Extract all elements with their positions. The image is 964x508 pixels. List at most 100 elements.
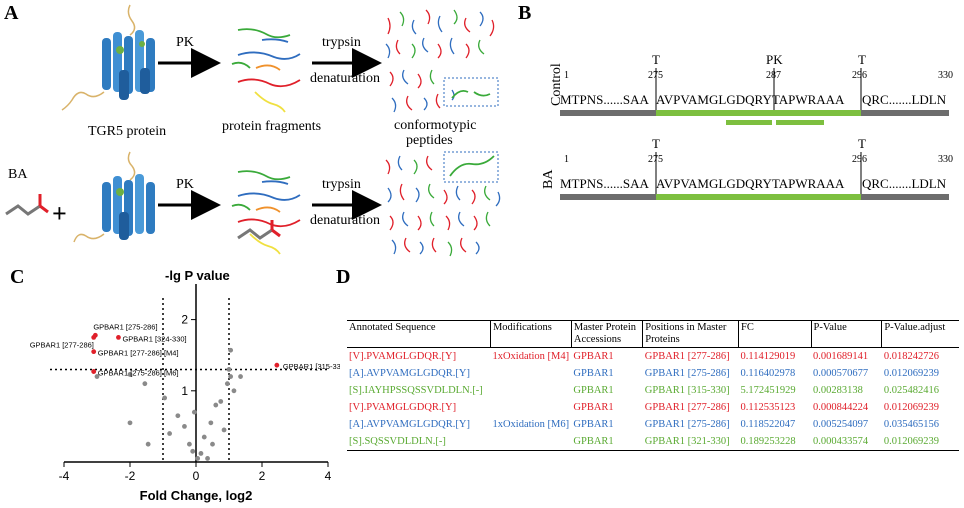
table-row: [A].AVPVAMGLGDQR.[Y] 1xOxidation [M6]GPBA… [347, 416, 959, 433]
cell-pvalue: 0.00283138 [813, 385, 863, 396]
cell-fc: 5.172451929 [740, 385, 796, 396]
ba-seq-green: AVPVAMGLGDQRYTAPWRAAA [656, 176, 845, 191]
cell-accession: GPBAR1 [573, 419, 614, 430]
volcano-points [91, 332, 280, 461]
data-point [224, 381, 230, 387]
denaturation-label-top: denaturation [310, 71, 380, 86]
panel-b-sequence-map: Control 1 275 287 296 330 T PK T MTPNS..… [541, 52, 953, 200]
peptide-results-table-wrap: Annotated Sequence Modifications Master … [347, 320, 959, 451]
volcano-thresholds [50, 298, 328, 462]
significant-point [91, 349, 97, 355]
data-point [195, 456, 201, 461]
ba-seq-right: QRC.......LDLN [862, 176, 947, 191]
data-point [187, 441, 192, 447]
data-point [182, 424, 187, 429]
control-bar-gray-right [861, 110, 949, 116]
cell-modifications: 1xOxidation [M4] [492, 351, 570, 362]
cell-fc: 0.189253228 [738, 433, 812, 451]
cell-sequence: [V].PVAMGLGDQR.[Y] [349, 402, 457, 413]
control-pk-fragment-2 [776, 120, 824, 125]
control-pos-330: 330 [938, 70, 953, 81]
highlight-box-top [443, 77, 499, 107]
table-row: [V].PVAMGLGDQR.[Y]1xOxidation [M4]GPBAR1… [347, 348, 959, 366]
protein-fragments-bottom [231, 170, 301, 255]
ba-pos-296: 296 [852, 154, 867, 165]
data-point [145, 441, 151, 447]
ba-bar-green [656, 194, 861, 200]
protein-label: TGR5 protein [88, 124, 166, 139]
data-point [226, 367, 232, 372]
control-pk-fragment-1 [726, 120, 772, 125]
col-header-pvalue: P-Value [810, 320, 882, 348]
data-point [231, 388, 237, 394]
butyric-acid-molecule [5, 194, 49, 216]
tgr5-protein-image-bottom [73, 151, 155, 243]
ba-seq-left: MTPNS......SAA [560, 176, 649, 191]
data-point [228, 374, 234, 379]
volcano-x-axis-label: Fold Change, log2 [140, 488, 253, 503]
data-point [213, 402, 219, 408]
cell-pvalue: 0.000570677 [813, 368, 869, 379]
denaturation-label-bottom: denaturation [310, 213, 380, 228]
control-seq-right: QRC.......LDLN [862, 92, 947, 107]
ba-row-label: BA [541, 169, 556, 189]
cell-fc: 0.112535123 [740, 402, 796, 413]
peptides-cloud-top [385, 9, 495, 113]
data-point [191, 409, 197, 415]
cell-pvalue: 0.005254097 [813, 419, 869, 430]
cell-accession: GPBAR1 [573, 351, 614, 362]
ba-label: BA [8, 167, 28, 182]
conformotypic-label-2: peptides [406, 133, 453, 148]
cell-sequence: [S].SQSSVDLDLN.[-] [347, 433, 491, 451]
data-point [208, 420, 214, 426]
cell-pvalue-adjust: 0.012069239 [883, 368, 939, 379]
peptide-results-table: Annotated Sequence Modifications Master … [347, 320, 959, 451]
col-header-accessions: Master Protein Accessions [570, 320, 643, 348]
volcano-y-axis-label: -lg P value [165, 268, 230, 283]
cell-positions: GPBAR1 [321-330] [642, 433, 739, 451]
col-header-pvalue-adjust: P-Value.adjust [881, 320, 959, 348]
cell-positions: GPBAR1 [277-286] [644, 402, 730, 413]
x-tick-label: -2 [125, 469, 136, 483]
peptides-cloud-bottom [385, 155, 501, 257]
cell-accession: GPBAR1 [573, 385, 614, 396]
data-point [205, 456, 210, 461]
cell-positions: GPBAR1 [277-286] [644, 351, 730, 362]
x-tick-label: 4 [325, 469, 332, 483]
data-point [127, 420, 133, 426]
control-row-label: Control [549, 63, 564, 106]
control-seq-left: MTPNS......SAA [560, 92, 649, 107]
cell-modifications: 1xOxidation [M6] [492, 419, 570, 430]
data-point [221, 427, 227, 433]
control-bar-green [656, 110, 861, 116]
tgr5-protein-image [61, 4, 155, 111]
cell-accession: GPBAR1 [571, 433, 643, 451]
trypsin-label-top: trypsin [322, 35, 361, 50]
control-trypsin-site-1: T [652, 52, 660, 67]
cell-sequence: [V].PVAMGLGDQR.[Y] [349, 351, 457, 362]
point-label: GPBAR1 [277-286] [30, 340, 94, 349]
control-pos-1: 1 [564, 70, 569, 81]
y-tick-label: 2 [181, 313, 188, 327]
cell-sequence: [A].AVPVAMGLGDQR.[Y] [349, 419, 470, 430]
data-point [218, 399, 224, 404]
pk-label-bottom: PK [176, 177, 194, 192]
cell-modifications [490, 399, 571, 416]
panel-a-workflow: TGR5 protein PK protein fragments trypsi… [5, 4, 501, 257]
ba-trypsin-site-2: T [858, 136, 866, 151]
cell-modifications [490, 433, 572, 451]
highlighted-peptides-top [451, 89, 491, 99]
control-seq-green: AVPVAMGLGDQRYTAPWRAAA [656, 92, 845, 107]
control-pk-site: PK [766, 52, 783, 67]
significant-point [274, 362, 280, 368]
table-header-row: Annotated Sequence Modifications Master … [347, 320, 959, 348]
cell-accession: GPBAR1 [573, 368, 614, 379]
cell-pvalue-adjust: 0.025482416 [883, 385, 939, 396]
col-header-fc: FC [738, 320, 812, 348]
panel-label-a: A [4, 2, 19, 24]
data-point [142, 381, 148, 387]
point-label: GPBAR1 [277-286] [M4] [98, 349, 179, 358]
